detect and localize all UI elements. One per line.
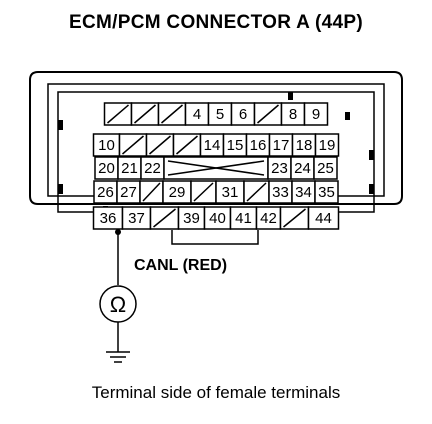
terminal-number: 9	[312, 106, 320, 123]
terminal-cell: 33	[268, 180, 293, 204]
empty-terminal-cell	[253, 102, 283, 126]
terminal-number: 10	[98, 137, 115, 154]
terminal-number: 19	[319, 137, 336, 154]
terminal-cell: 19	[314, 133, 340, 157]
terminal-cell: 5	[207, 102, 233, 126]
terminal-number: 41	[235, 210, 252, 227]
terminal-number: 27	[120, 184, 137, 201]
empty-terminal-cell	[130, 102, 160, 126]
terminal-number: 21	[121, 160, 138, 177]
terminal-number: 42	[260, 210, 277, 227]
diagram-caption: Terminal side of female terminals	[91, 383, 341, 402]
terminal-number: 36	[100, 210, 117, 227]
terminal-cell: 40	[203, 206, 232, 230]
terminal-cell: 8	[280, 102, 306, 126]
terminal-cell: 39	[177, 206, 206, 230]
terminal-cell: 9	[303, 102, 329, 126]
terminal-number: 40	[209, 210, 226, 227]
terminal-cell: 6	[230, 102, 256, 126]
terminal-number: 34	[295, 184, 312, 201]
empty-terminal-cell	[118, 133, 148, 157]
terminal-cell: 21	[117, 156, 142, 180]
terminal-cell: 24	[290, 156, 315, 180]
terminal-number: 17	[273, 137, 290, 154]
terminal-number: 33	[272, 184, 289, 201]
terminal-cell: 16	[245, 133, 271, 157]
connector-housing	[29, 71, 403, 245]
terminal-number: 16	[250, 137, 267, 154]
terminal-cell: 36	[92, 206, 124, 230]
terminal-cell: 29	[162, 180, 192, 204]
terminal-number: 44	[315, 210, 332, 227]
terminal-cell: 14	[199, 133, 225, 157]
terminal-number: 35	[318, 184, 335, 201]
terminal-cell: 27	[116, 180, 141, 204]
terminal-cell: 41	[229, 206, 258, 230]
terminal-number: 5	[216, 106, 224, 123]
probe-circuit	[99, 230, 137, 363]
terminal-cell: 23	[267, 156, 292, 180]
empty-terminal-cell	[103, 102, 133, 126]
terminal-cell: 26	[93, 180, 118, 204]
ohmmeter-icon: Ω	[110, 292, 126, 317]
terminal-number: 4	[193, 106, 201, 123]
terminal-cell: 10	[92, 133, 121, 157]
probe-contact-point	[115, 229, 121, 235]
terminal-cell: 34	[291, 180, 316, 204]
terminal-number: 24	[294, 160, 311, 177]
terminal-cell: 17	[268, 133, 294, 157]
terminal-number: 8	[289, 106, 297, 123]
terminal-cell: 15	[222, 133, 248, 157]
terminal-cell: 31	[215, 180, 245, 204]
wire-label: CANL (RED)	[134, 257, 228, 274]
terminal-number: 26	[97, 184, 114, 201]
empty-terminal-cell	[145, 133, 175, 157]
terminal-number: 37	[128, 210, 145, 227]
terminal-number: 22	[144, 160, 161, 177]
terminal-cell: 42	[255, 206, 282, 230]
terminal-number: 29	[169, 184, 186, 201]
terminal-number: 31	[222, 184, 239, 201]
terminal-number: 23	[271, 160, 288, 177]
empty-terminal-cell	[149, 206, 180, 230]
empty-terminal-cell	[190, 180, 217, 204]
terminal-cell: 22	[140, 156, 165, 180]
terminal-cell: 25	[313, 156, 338, 180]
empty-terminal-cell	[139, 180, 164, 204]
empty-terminal-cell	[279, 206, 310, 230]
terminal-cell: 37	[121, 206, 152, 230]
terminal-number: 15	[227, 137, 244, 154]
terminal-number: 6	[239, 106, 247, 123]
terminal-number: 18	[296, 137, 313, 154]
terminal-number: 39	[183, 210, 200, 227]
terminal-cell: 18	[291, 133, 317, 157]
terminal-cell: 44	[307, 206, 340, 230]
terminal-cell: 20	[94, 156, 119, 180]
empty-terminal-cell	[157, 102, 187, 126]
terminal-number: 14	[204, 137, 221, 154]
terminal-cell: 4	[184, 102, 210, 126]
blocked-terminal-span	[163, 156, 269, 180]
empty-terminal-cell	[243, 180, 270, 204]
empty-terminal-cell	[172, 133, 202, 157]
terminal-cell: 35	[314, 180, 339, 204]
terminal-number: 25	[317, 160, 334, 177]
terminal-number: 20	[98, 160, 115, 177]
diagram-title: ECM/PCM CONNECTOR A (44P)	[69, 12, 363, 33]
